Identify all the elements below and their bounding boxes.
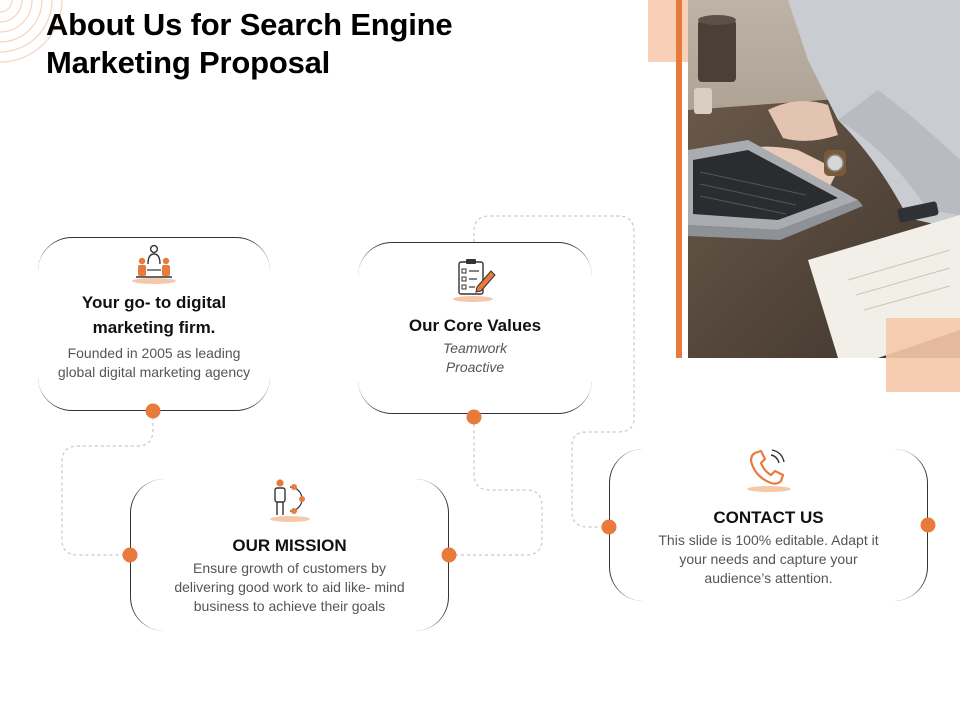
checklist-icon xyxy=(451,257,499,308)
phone-icon xyxy=(743,447,795,498)
contact-body-line-2: your needs and capture your xyxy=(679,551,858,567)
value-item-proactive: Proactive xyxy=(445,359,505,375)
contact-body: This slide is 100% editable. Adapt it yo… xyxy=(610,531,927,588)
card-contact: CONTACT US This slide is 100% editable. … xyxy=(609,449,928,601)
connector-dot-mission-left xyxy=(122,547,138,563)
mission-body-line-1: Ensure growth of customers by xyxy=(193,560,386,576)
card-firm: Your go- to digital marketing firm. Foun… xyxy=(38,237,270,411)
connector-dot-mission-right xyxy=(441,547,457,563)
values-heading: Our Core Values xyxy=(408,316,542,335)
connector-dot-values xyxy=(466,409,482,425)
contact-body-line-1: This slide is 100% editable. Adapt it xyxy=(658,532,879,548)
photo-accent-bottom xyxy=(886,318,960,392)
mission-body-line-3: business to achieve their goals xyxy=(193,598,386,614)
firm-heading-line-2: marketing firm. xyxy=(92,318,216,337)
card-mission: OUR MISSION Ensure growth of customers b… xyxy=(130,479,449,631)
firm-heading-line-1: Your go- to digital xyxy=(81,293,227,312)
values-list: Teamwork Proactive xyxy=(358,339,592,377)
contact-body-line-3: audience’s attention. xyxy=(704,570,833,586)
card-core-values: Our Core Values Teamwork Proactive xyxy=(358,242,592,414)
connector-dot-firm xyxy=(145,403,161,419)
mission-heading: OUR MISSION xyxy=(232,536,347,555)
firm-body-line-2: global digital marketing agency xyxy=(57,364,251,380)
mission-body: Ensure growth of customers by delivering… xyxy=(131,559,448,616)
growth-person-icon xyxy=(264,477,316,528)
team-meeting-icon xyxy=(128,242,180,291)
connector-dot-contact-right xyxy=(920,517,936,533)
firm-body: Founded in 2005 as leading global digita… xyxy=(38,344,270,382)
title-line-1: About Us for Search Engine xyxy=(46,7,453,42)
hero-photo xyxy=(688,0,960,358)
connector-dot-contact-left xyxy=(601,519,617,535)
firm-heading: Your go- to digital marketing firm. xyxy=(38,290,270,340)
firm-body-line-1: Founded in 2005 as leading xyxy=(67,345,241,361)
contact-heading: CONTACT US xyxy=(713,508,824,527)
page-title: About Us for Search Engine Marketing Pro… xyxy=(46,6,453,82)
mission-body-line-2: delivering good work to aid like- mind xyxy=(174,579,405,595)
title-line-2: Marketing Proposal xyxy=(46,45,331,80)
value-item-teamwork: Teamwork xyxy=(442,340,508,356)
photo-accent-bar xyxy=(676,0,682,358)
